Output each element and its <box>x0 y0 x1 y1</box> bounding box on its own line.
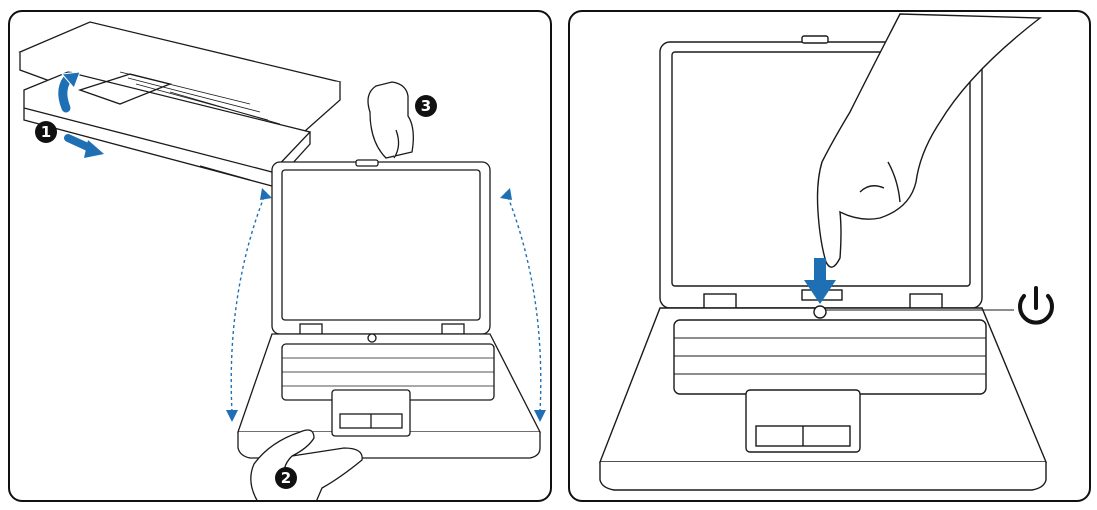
open-lid-panel: 1 <box>8 10 552 502</box>
step-2-badge: 2 <box>275 467 297 489</box>
open-laptop <box>238 160 540 458</box>
hand-lifting-lid <box>368 82 413 158</box>
open-lid-illustration: 1 <box>10 12 552 502</box>
slide-latch-arrow <box>68 138 104 158</box>
step-2-number: 2 <box>281 469 291 487</box>
step-3-number: 3 <box>421 97 431 115</box>
step-3-badge: 3 <box>415 95 437 117</box>
press-power-illustration <box>570 12 1091 502</box>
step-1-badge: 1 <box>35 121 57 143</box>
press-power-panel <box>568 10 1091 502</box>
power-icon <box>1020 288 1052 323</box>
step-1-number: 1 <box>41 123 51 141</box>
